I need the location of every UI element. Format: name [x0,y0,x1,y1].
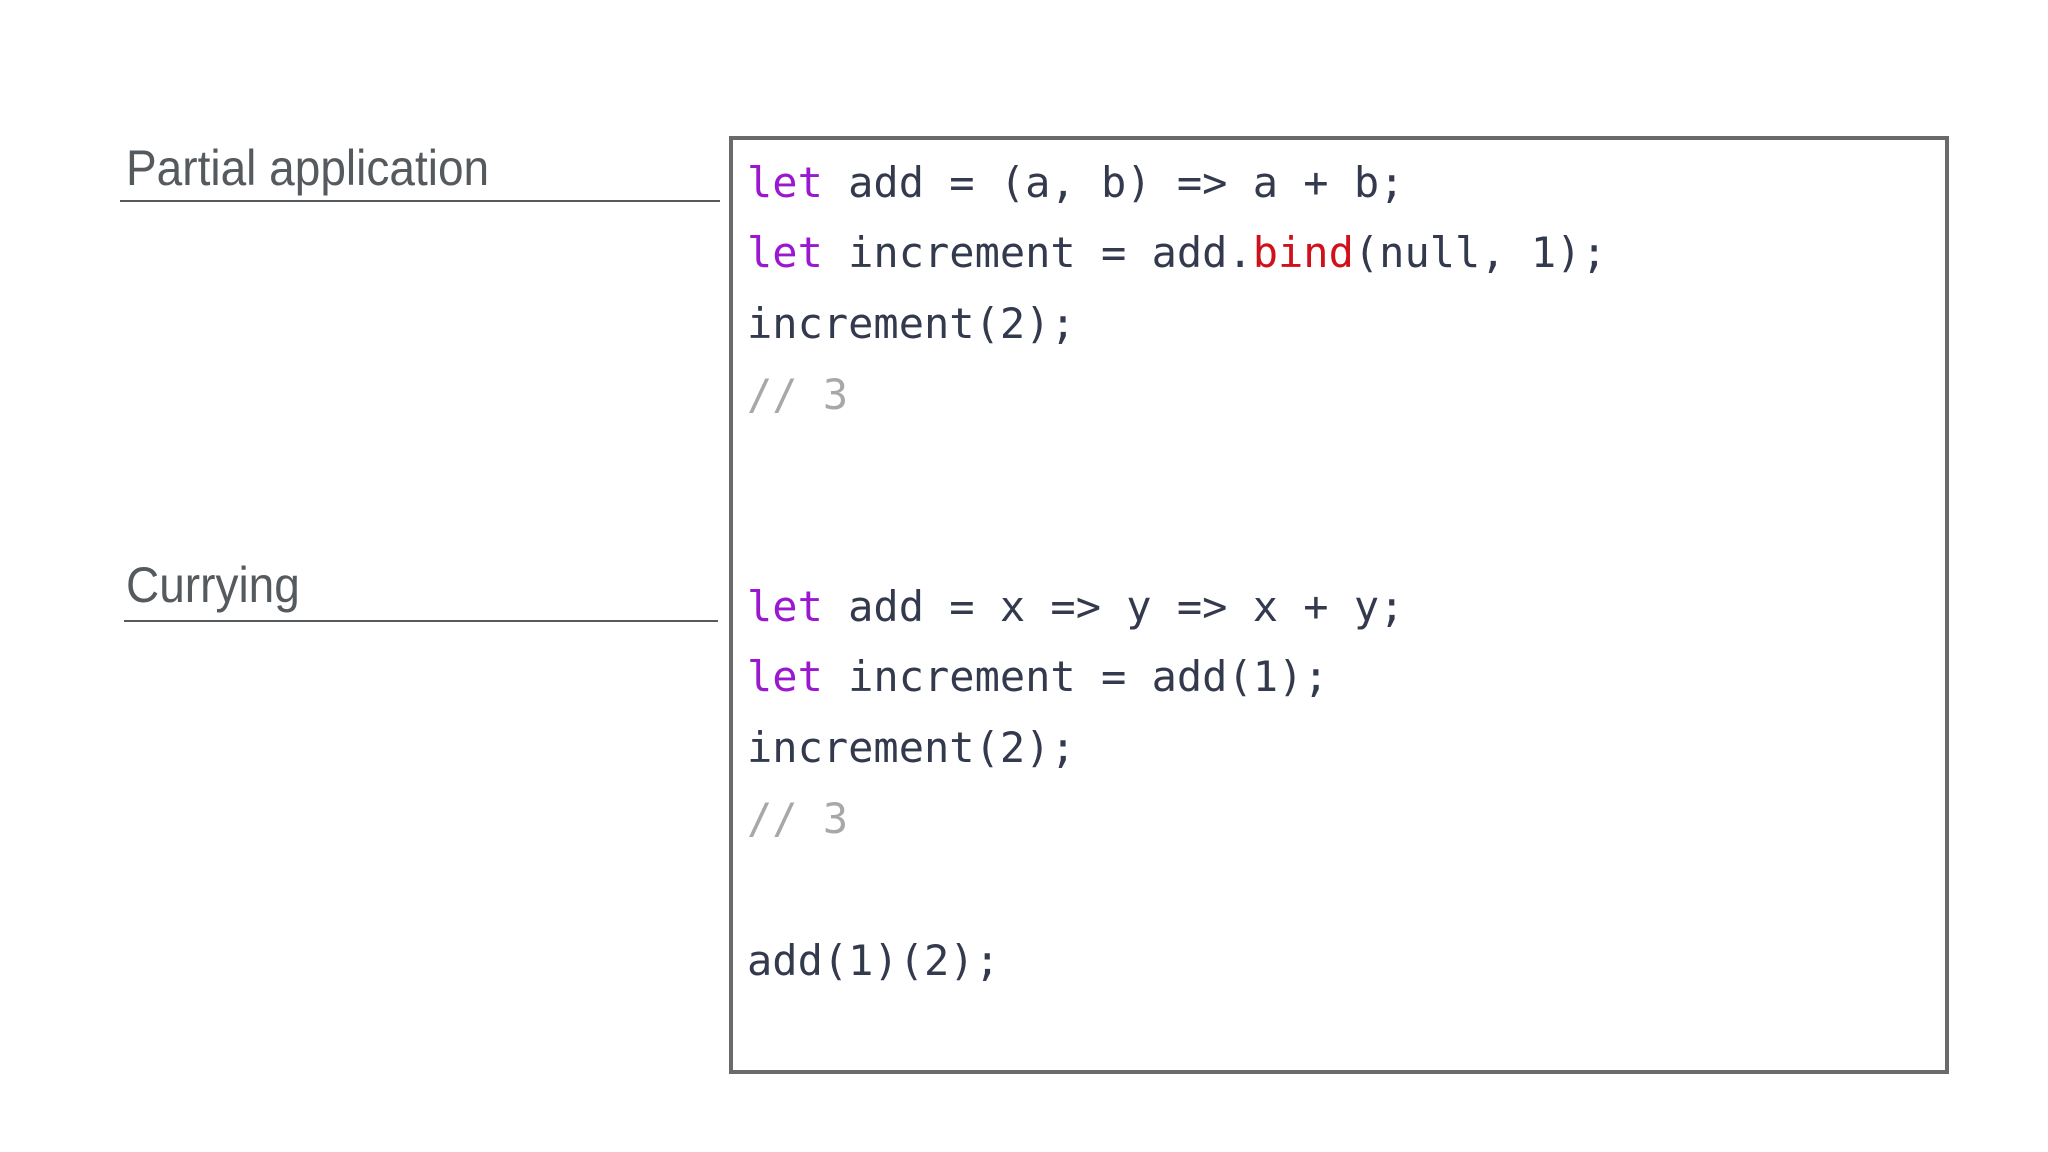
code-text: add = x => y => x + y; [822,582,1405,631]
code-comment-curry: // 3 [747,798,848,840]
code-text: add(1)(2); [747,936,1000,985]
code-line-curry-5: add(1)(2); [747,940,1000,982]
partial-application-underline [120,200,720,202]
code-text: add = (a, b) => a + b; [822,158,1405,207]
code-text: (null, 1); [1353,228,1607,277]
comment-text: // 3 [747,370,849,419]
keyword-let: let [747,582,823,631]
code-panel [729,136,1949,1074]
currying-label: Currying [126,557,300,613]
code-comment-partial: // 3 [747,374,848,416]
currying-underline [124,620,718,622]
keyword-let: let [747,228,823,277]
code-line-partial-1: let add = (a, b) => a + b; [747,162,1404,204]
code-text: increment = add. [822,228,1253,277]
code-line-partial-3: increment(2); [747,303,1076,345]
code-line-partial-2: let increment = add.bind(null, 1); [747,232,1607,274]
code-line-curry-1: let add = x => y => x + y; [747,586,1404,628]
partial-application-label: Partial application [126,140,490,196]
comment-text: // 3 [747,794,849,843]
code-text: increment = add(1); [822,652,1329,701]
code-line-curry-2: let increment = add(1); [747,656,1329,698]
code-line-curry-3: increment(2); [747,727,1076,769]
keyword-let: let [747,158,823,207]
method-bind: bind [1252,228,1354,277]
keyword-let: let [747,652,823,701]
code-text: increment(2); [747,299,1076,348]
code-text: increment(2); [747,723,1076,772]
